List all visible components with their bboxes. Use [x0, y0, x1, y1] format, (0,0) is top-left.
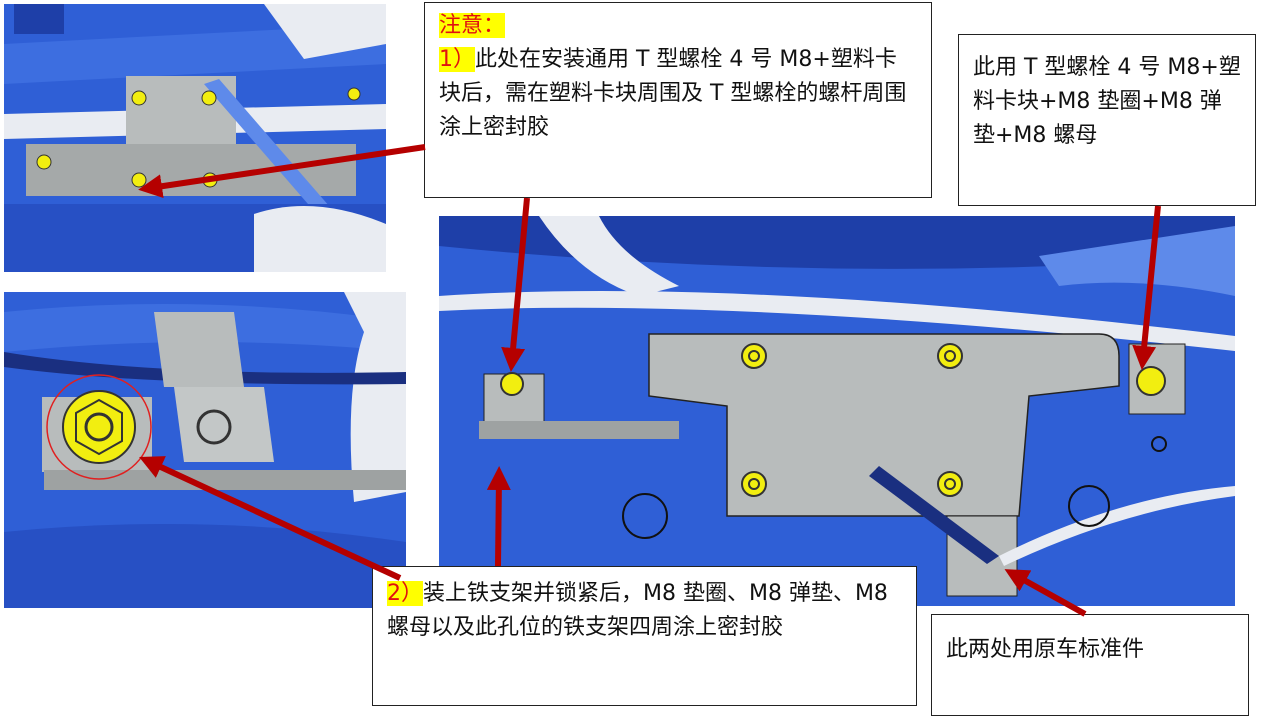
- bolt-spec-callout: 此用 T 型螺栓 4 号 M8+塑料卡块+M8 垫圈+M8 弹垫+M8 螺母: [958, 34, 1256, 206]
- note-text-2: 装上铁支架并锁紧后，M8 垫圈、M8 弹垫、M8 螺母以及此孔位的铁支架四周涂上…: [387, 581, 888, 640]
- bolt-spec-text: 此用 T 型螺栓 4 号 M8+塑料卡块+M8 垫圈+M8 弹垫+M8 螺母: [973, 55, 1241, 148]
- top-left-image: [4, 4, 386, 272]
- standard-parts-callout: 此两处用原车标准件: [931, 614, 1249, 716]
- standard-parts-text: 此两处用原车标准件: [946, 637, 1145, 662]
- note-callout-top: 注意： 1）此处在安装通用 T 型螺栓 4 号 M8+塑料卡块后，需在塑料卡块周…: [424, 2, 932, 198]
- bottom-left-image: [4, 292, 406, 608]
- note-heading: 注意：: [439, 13, 506, 38]
- note-callout-bottom: 2）装上铁支架并锁紧后，M8 垫圈、M8 弹垫、M8 螺母以及此孔位的铁支架四周…: [372, 566, 917, 706]
- note-text-1: 此处在安装通用 T 型螺栓 4 号 M8+塑料卡块后，需在塑料卡块周围及 T 型…: [439, 47, 907, 140]
- main-image: [439, 216, 1235, 606]
- note-number-1: 1）: [439, 47, 475, 72]
- note-number-2: 2）: [387, 581, 423, 606]
